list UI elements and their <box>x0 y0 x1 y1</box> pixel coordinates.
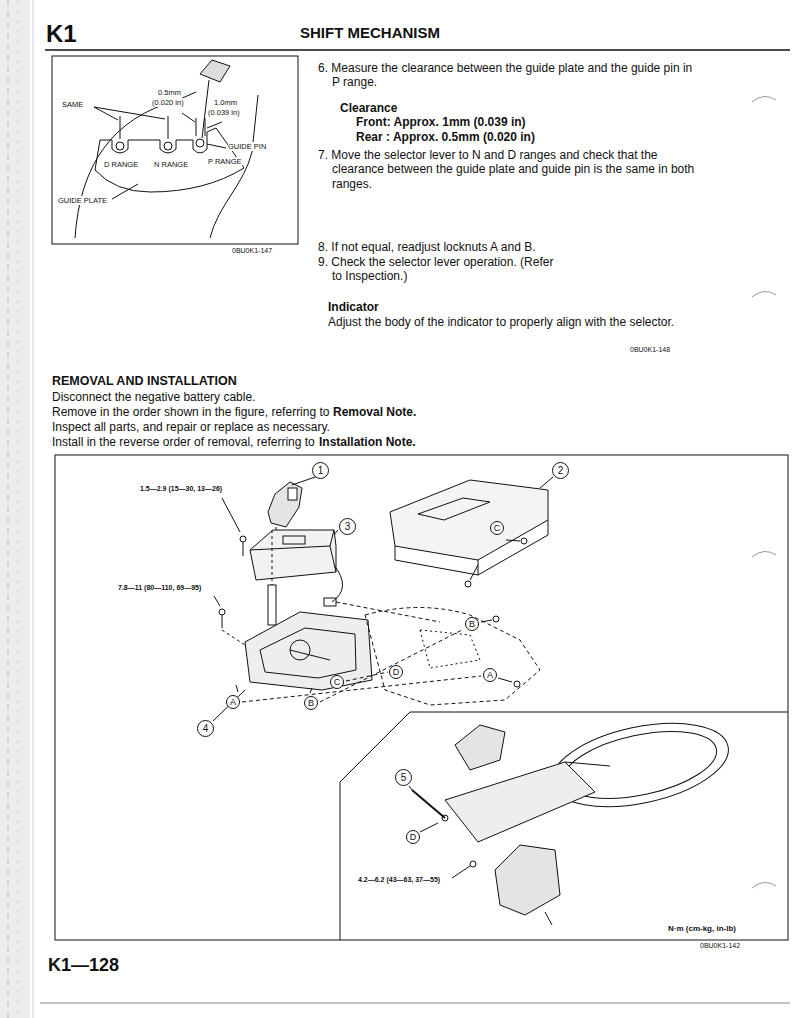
dimension: 1.0mm <box>214 98 237 107</box>
removal-figure <box>55 455 788 940</box>
reference-letter: A <box>226 695 240 709</box>
unit-note: N·m (cm-kg, in-lb) <box>668 924 736 934</box>
reference-letter: C <box>330 675 344 689</box>
section-code: K1 <box>46 20 77 49</box>
callout-number: 5 <box>395 769 412 786</box>
torque-spec: 1.5—2.9 (15—30, 13—26) <box>140 485 222 493</box>
dimension: (0.039 in) <box>208 108 240 117</box>
footer-rule <box>40 1003 790 1004</box>
step-text: 6. Measure the clearance between the gui… <box>318 61 698 90</box>
body-text: Install in the reverse order of removal,… <box>52 435 315 449</box>
part-name: GUIDE PIN <box>228 142 266 151</box>
step-text: 7. Move the selector lever to N and D ra… <box>318 148 698 191</box>
figure-code: 0BU0K1-147 <box>232 247 272 255</box>
reference-letter: B <box>304 696 318 710</box>
section-heading: REMOVAL AND INSTALLATION <box>52 374 237 389</box>
dimension: (0.020 in) <box>152 98 184 107</box>
figure-code: 0BU0K1-142 <box>700 942 740 950</box>
reference-letter: D <box>406 830 420 844</box>
header-rule <box>45 49 790 51</box>
note-reference: Removal Note. <box>333 405 416 419</box>
callout-number: 2 <box>552 462 569 479</box>
body-text: Disconnect the negative battery cable. <box>52 390 255 404</box>
torque-spec: 7.8—11 (80—110, 69—95) <box>118 584 201 592</box>
body-text: Inspect all parts, and repair or replace… <box>52 420 330 434</box>
guide-plate-figure <box>52 56 298 244</box>
reference-letter: B <box>465 617 479 631</box>
spec-value: Rear : Approx. 0.5mm (0.020 in) <box>356 130 535 144</box>
callout-number: 4 <box>197 720 214 737</box>
reference-letter: A <box>483 668 497 682</box>
range-name: N RANGE <box>154 160 188 169</box>
spec-value: Front: Approx. 1mm (0.039 in) <box>356 115 526 129</box>
torque-spec: 4.2—6.2 (43—63, 37—55) <box>358 876 440 884</box>
body-text: Adjust the body of the indicator to prop… <box>328 315 698 329</box>
note-reference: Installation Note. <box>319 435 416 449</box>
punch-marks <box>752 96 776 888</box>
sub-heading: Clearance <box>340 101 397 115</box>
dimension-note: SAME <box>62 100 83 109</box>
binder-margin <box>0 0 30 1018</box>
page-number: K1—128 <box>48 955 119 977</box>
reference-letter: C <box>490 521 504 535</box>
step-text: 8. If not equal, readjust locknuts A and… <box>318 240 698 254</box>
sub-heading: Indicator <box>328 300 379 314</box>
range-name: P RANGE <box>208 157 242 166</box>
part-name: GUIDE PLATE <box>58 196 107 205</box>
step-text: 9. Check the selector lever operation. (… <box>318 255 563 284</box>
body-text: Remove in the order shown in the figure,… <box>52 405 329 419</box>
page-title: SHIFT MECHANISM <box>300 24 440 42</box>
range-name: D RANGE <box>104 160 138 169</box>
callout-number: 1 <box>312 462 329 479</box>
callout-number: 3 <box>339 518 356 535</box>
figure-code: 0BU0K1-148 <box>630 346 670 354</box>
reference-letter: D <box>389 665 403 679</box>
dimension: 0.5mm <box>158 88 181 97</box>
